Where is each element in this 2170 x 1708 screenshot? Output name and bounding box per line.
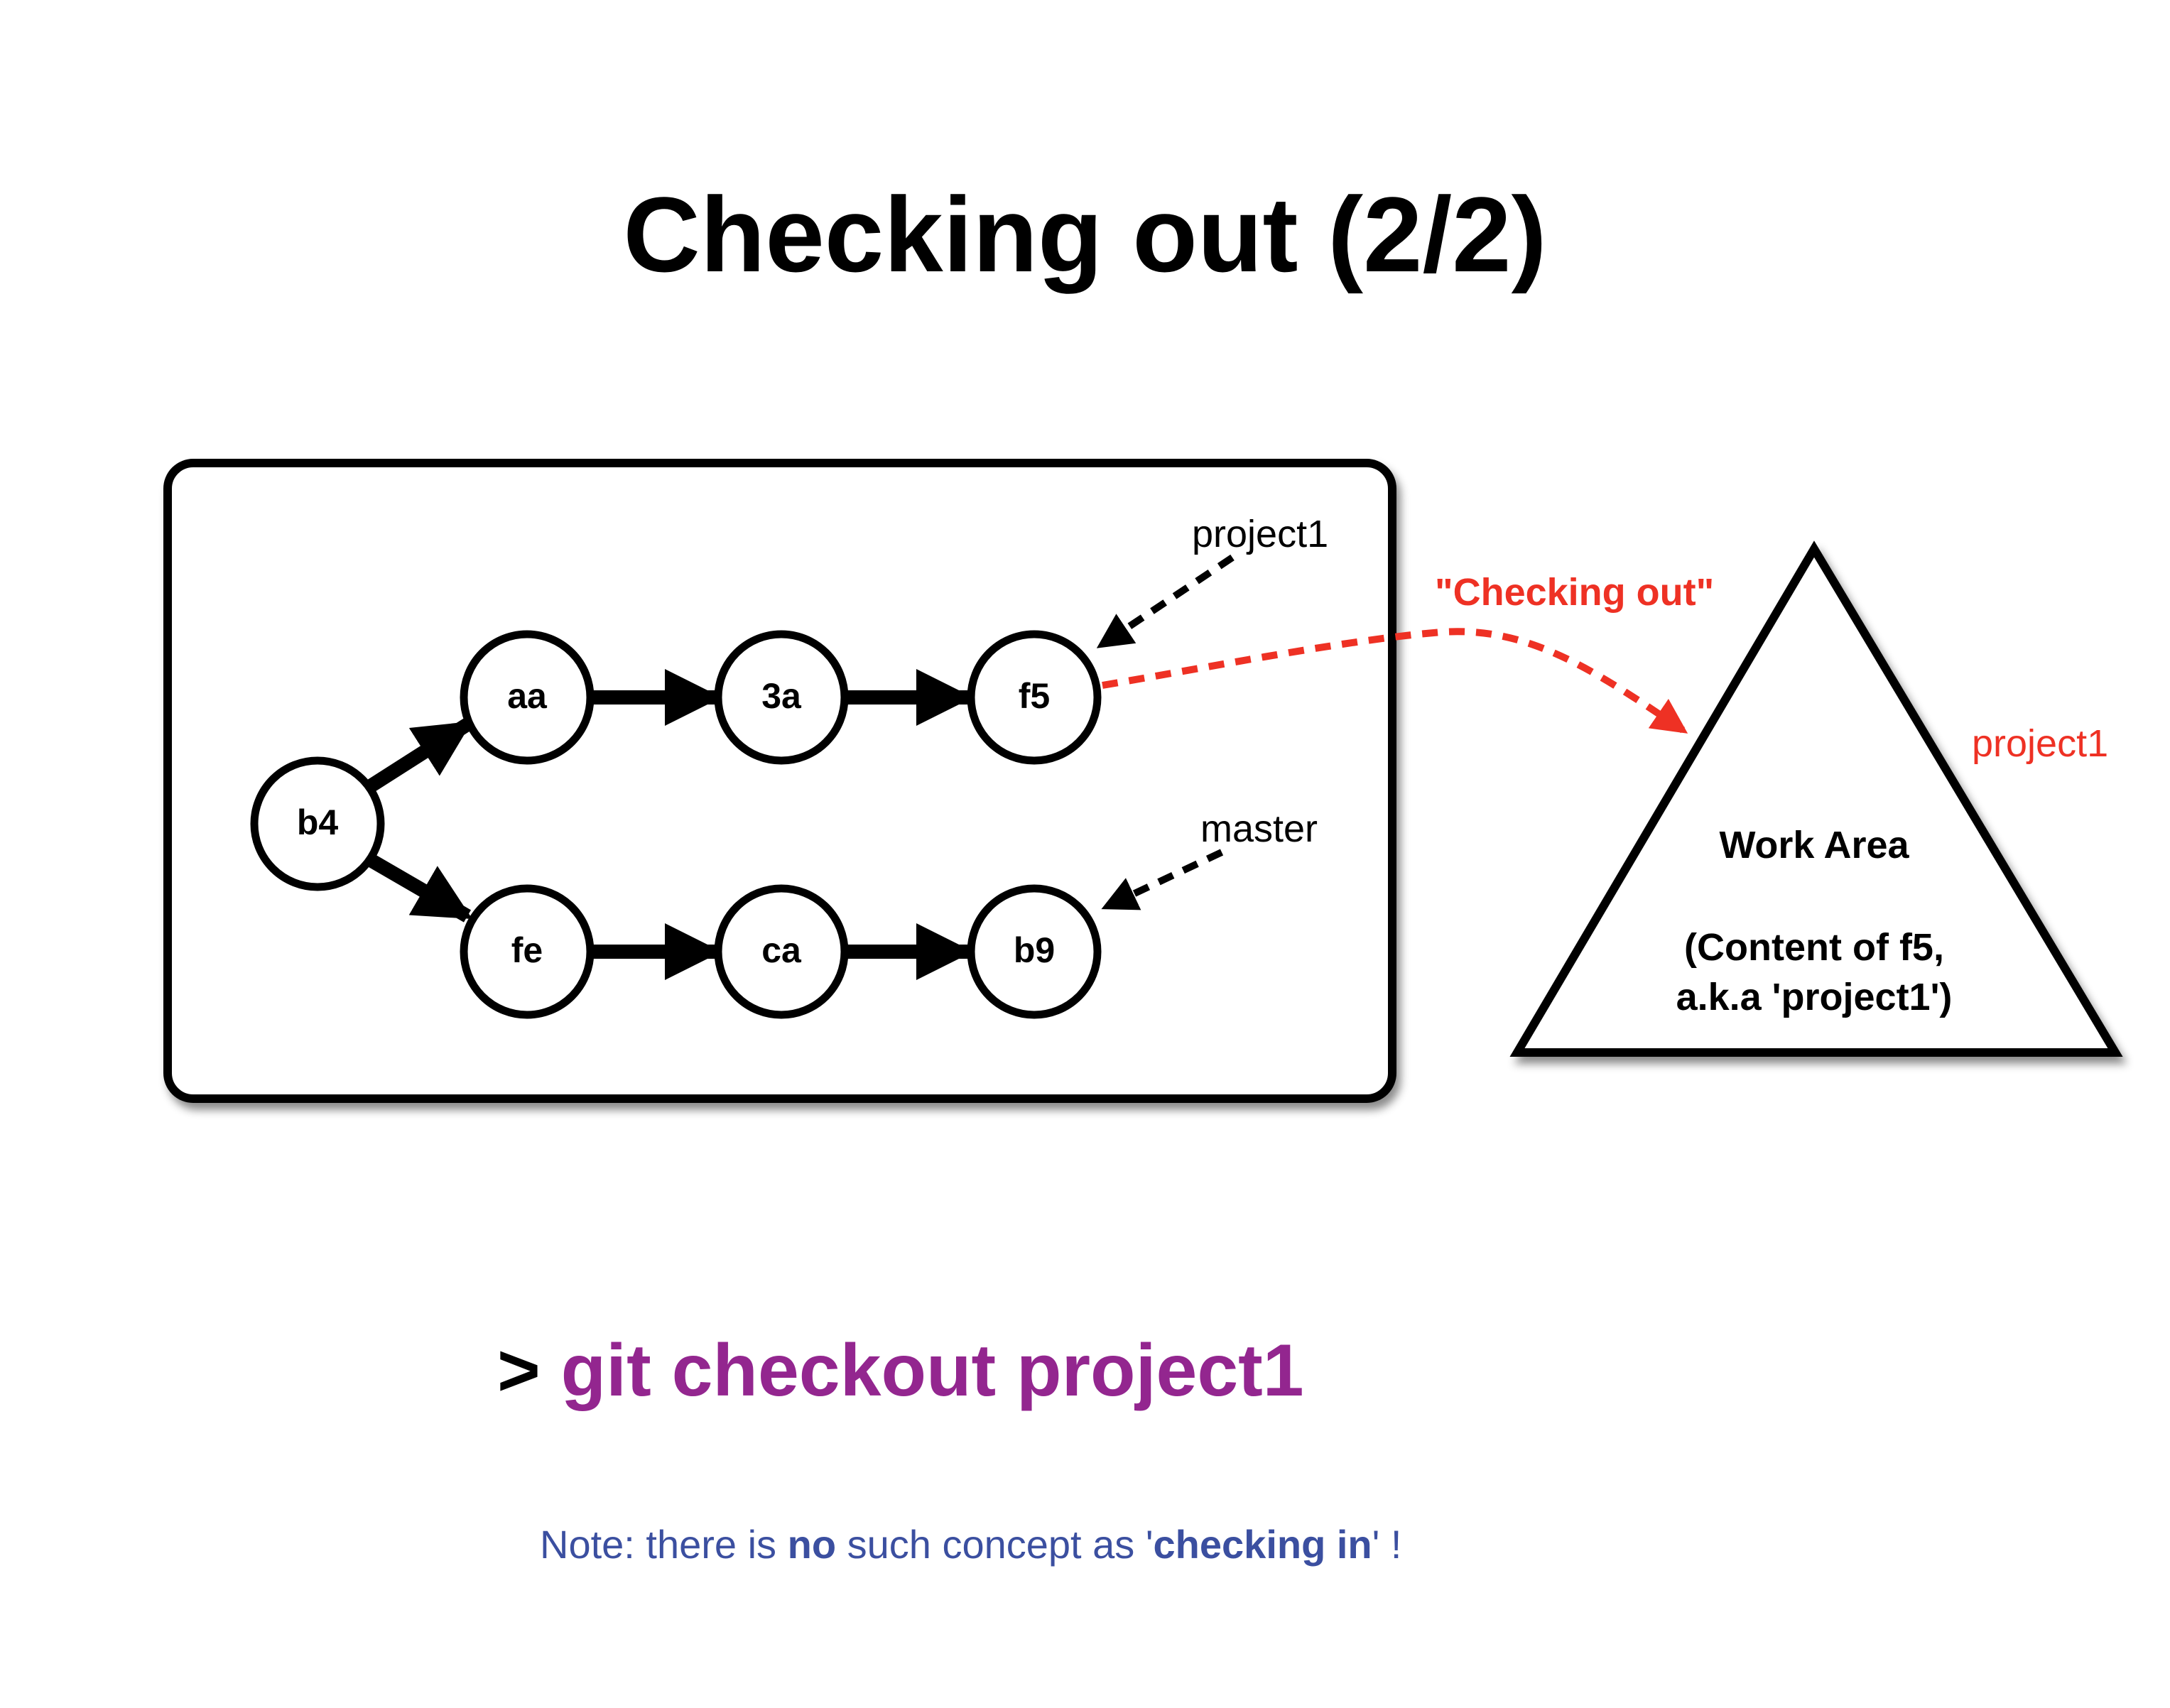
note-emphasis-checking-in: checking in [1153, 1522, 1372, 1567]
checkout-label: "Checking out" [1435, 571, 1714, 614]
commit-label-f5: f5 [1019, 676, 1050, 716]
command-text: git checkout project1 [560, 1329, 1304, 1412]
commit-node-b4: b4 [250, 756, 385, 891]
git-command: > git checkout project1 [497, 1324, 1304, 1417]
ref-label-project1: project1 [1192, 513, 1328, 555]
checkout-arrow [1102, 628, 1688, 735]
note-text-part2: such concept as ' [836, 1522, 1154, 1567]
work-area-triangle [1509, 540, 2123, 1057]
commit-node-fe: fe [460, 884, 595, 1019]
commit-node-b9: b9 [967, 884, 1102, 1019]
commit-label-b4: b4 [297, 803, 339, 842]
work-area-title: Work Area [1719, 824, 1909, 866]
commit-label-ca: ca [761, 930, 802, 970]
edge-b4-fe [365, 853, 472, 923]
work-area-branch-label: project1 [1972, 722, 2108, 765]
edge-b4-aa [365, 718, 472, 793]
slide-title: Checking out (2/2) [623, 175, 1547, 294]
note-emphasis-no: no [787, 1522, 837, 1567]
commit-node-aa: aa [460, 630, 595, 765]
commit-node-ca: ca [714, 884, 849, 1019]
note-text-part3: ' ! [1372, 1522, 1402, 1567]
command-prompt: > [497, 1329, 541, 1412]
work-area-content-line1: (Content of f5, [1684, 926, 1944, 969]
commit-label-3a: 3a [761, 676, 802, 716]
work-area-content-line2: a.k.a 'project1') [1676, 976, 1953, 1018]
footnote: Note: there is no such concept as 'check… [0, 1520, 1989, 1570]
commit-node-f5: f5 [967, 630, 1102, 765]
ref-pointer-master [1101, 849, 1224, 911]
commit-label-fe: fe [511, 930, 543, 970]
note-text-part1: Note: there is [540, 1522, 788, 1567]
commit-node-3a: 3a [714, 630, 849, 765]
commit-label-aa: aa [507, 676, 548, 716]
ref-label-master: master [1200, 807, 1318, 850]
commit-label-b9: b9 [1014, 930, 1055, 970]
